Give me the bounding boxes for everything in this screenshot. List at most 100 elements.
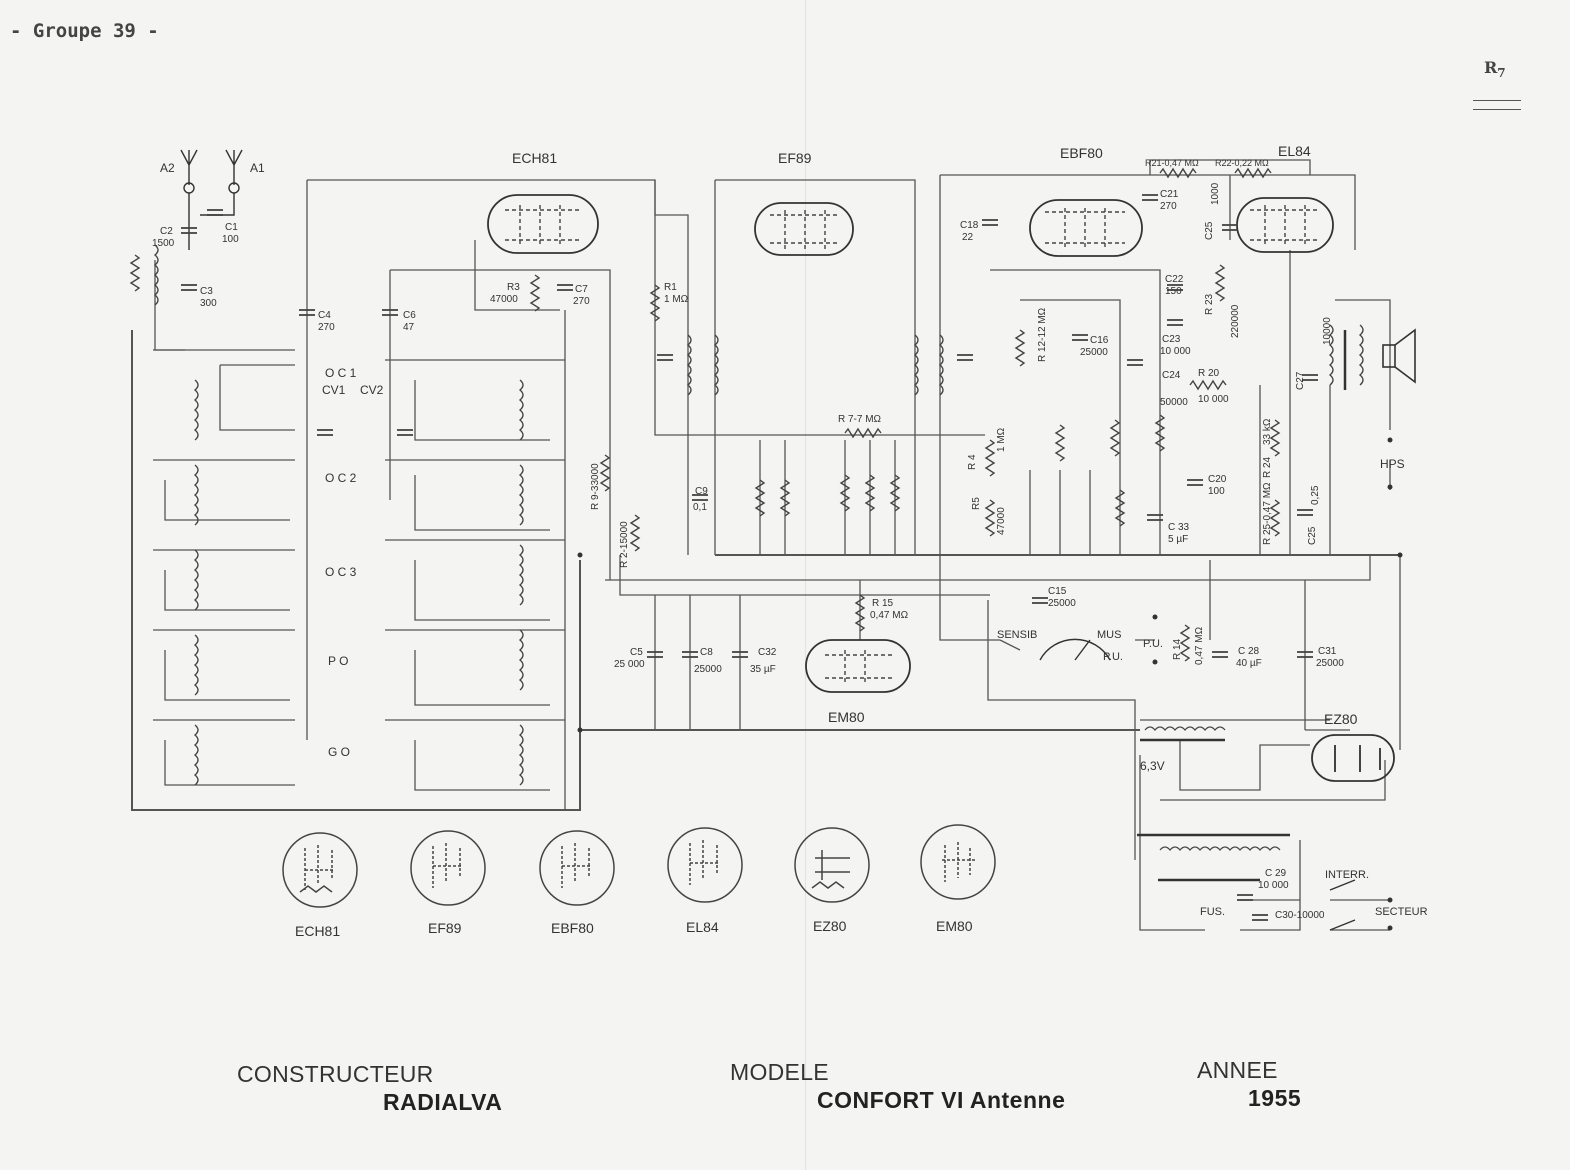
label-c29: C 29: [1265, 868, 1287, 879]
label-c21: C21: [1160, 189, 1179, 200]
antenna-symbols: [180, 149, 243, 250]
capacitor-symbols: [180, 194, 1319, 921]
label-c7: C7: [575, 284, 588, 295]
transformer-windings: [1144, 726, 1281, 852]
tube-ech81-symbol: [487, 194, 599, 254]
label-mus: MUS: [1097, 629, 1121, 641]
label-c9: C9: [695, 486, 708, 497]
socket-label-ez80: EZ80: [813, 918, 847, 934]
label-c21-value: 270: [1160, 201, 1177, 212]
label-r2: R 2-15000: [619, 521, 630, 568]
socket-ebf80: [539, 830, 615, 906]
label-r15-value: 0,47 MΩ: [870, 610, 909, 621]
label-c3-value: 300: [200, 298, 217, 309]
label-c23: C23: [1162, 334, 1181, 345]
sheet-reference-rule: [1473, 100, 1521, 110]
label-c8: C8: [700, 647, 713, 658]
label-r5: R5: [971, 497, 982, 510]
group-heading: - Groupe 39 -: [10, 20, 159, 42]
label-c28-value: 40 µF: [1236, 658, 1262, 669]
socket-label-el84: EL84: [686, 919, 719, 935]
label-c24: C24: [1162, 370, 1181, 381]
label-r3: R3: [507, 282, 520, 293]
component-labels: A2 A1 C1 100 C2 1500 C3 300 C4 270 C6 47…: [152, 158, 1428, 921]
label-r12: R 12-12 MΩ: [1037, 307, 1048, 362]
label-r24: R 24: [1262, 456, 1273, 478]
switch-symbol: [1039, 638, 1356, 931]
label-r4-value: 1 MΩ: [996, 427, 1007, 452]
label-pu-input: P.U.: [1143, 638, 1163, 650]
label-c1: C1: [225, 222, 238, 233]
label-cv2: CV2: [360, 383, 384, 397]
label-interr: INTERR.: [1325, 869, 1369, 881]
socket-ef89: [410, 830, 486, 906]
coil-symbols: [154, 244, 1364, 786]
socket-el84: [667, 827, 743, 903]
modele-value: CONFORT VI Antenne: [817, 1087, 1066, 1113]
label-c18-value: 22: [962, 232, 974, 243]
label-go: G O: [328, 745, 350, 759]
label-c25: C25: [1204, 221, 1215, 240]
label-r20: R 20: [1198, 368, 1220, 379]
label-c25-value: 1000: [1210, 182, 1221, 205]
label-c33: C 33: [1168, 522, 1190, 533]
constructeur-label: CONSTRUCTEUR: [237, 1061, 434, 1087]
label-c1-value: 100: [222, 234, 239, 245]
label-r14: R 14: [1172, 638, 1183, 660]
label-a1: A1: [250, 161, 265, 175]
label-tube-ech81: ECH81: [512, 150, 557, 166]
label-c23-value: 10 000: [1160, 346, 1191, 357]
label-pu-switch: P.U.: [1103, 651, 1123, 663]
label-c32: C32: [758, 647, 777, 658]
label-c4: C4: [318, 310, 331, 321]
wiring: [131, 159, 1401, 931]
label-c6-value: 47: [403, 322, 415, 333]
loudspeaker-symbol: [1382, 328, 1416, 384]
label-c8-value: 25000: [694, 664, 722, 675]
label-po: P O: [328, 654, 348, 668]
label-r15: R 15: [872, 598, 894, 609]
label-c5: C5: [630, 647, 643, 658]
label-c31-value: 25000: [1316, 658, 1344, 669]
label-c7-value: 270: [573, 296, 590, 307]
label-6-3v: 6,3V: [1140, 759, 1165, 773]
tube-el84-symbol: [1236, 197, 1334, 253]
socket-em80: [920, 824, 996, 900]
label-secteur: SECTEUR: [1375, 906, 1428, 918]
tube-em80-symbol: [805, 639, 911, 693]
socket-labels: ECH81 EF89 EBF80 EL84 EZ80 EM80: [295, 918, 973, 939]
socket-ech81: [282, 832, 358, 908]
label-r23-value: 220000: [1230, 304, 1241, 338]
horizontal-resistor-symbols: [844, 167, 1272, 439]
label-tube-em80: EM80: [828, 709, 865, 725]
label-sensib: SENSIB: [997, 629, 1037, 641]
label-c20: C20: [1208, 474, 1227, 485]
label-c20-value: 100: [1208, 486, 1225, 497]
socket-label-ech81: ECH81: [295, 923, 340, 939]
label-c24-value: 50000: [1160, 397, 1188, 408]
label-fus: FUS.: [1200, 906, 1225, 918]
label-cv1: CV1: [322, 383, 346, 397]
socket-ez80: [794, 827, 870, 903]
label-c16: C16: [1090, 335, 1109, 346]
label-c2-value: 1500: [152, 238, 175, 249]
label-r4: R 4: [967, 454, 978, 470]
label-r20-value: 10 000: [1198, 394, 1229, 405]
socket-label-ef89: EF89: [428, 920, 462, 936]
label-hps: HPS: [1380, 457, 1405, 471]
label-tube-ez80: EZ80: [1324, 711, 1358, 727]
label-c30: C30-10000: [1275, 910, 1325, 921]
socket-label-em80: EM80: [936, 918, 973, 934]
tube-labels: ECH81 EF89 EBF80 EL84 EM80 EZ80: [512, 143, 1358, 727]
label-tube-el84: EL84: [1278, 143, 1311, 159]
socket-diagrams: [282, 824, 996, 908]
label-r3-value: 47000: [490, 294, 518, 305]
label-c6: C6: [403, 310, 416, 321]
label-r9: R 9-33000: [590, 463, 601, 510]
label-r5-value: 47000: [996, 507, 1007, 535]
annee-value: 1955: [1248, 1085, 1302, 1111]
sheet-letter: R: [1484, 58, 1498, 77]
sheet-reference: R7: [1484, 58, 1506, 80]
label-c5-value: 25 000: [614, 659, 645, 670]
